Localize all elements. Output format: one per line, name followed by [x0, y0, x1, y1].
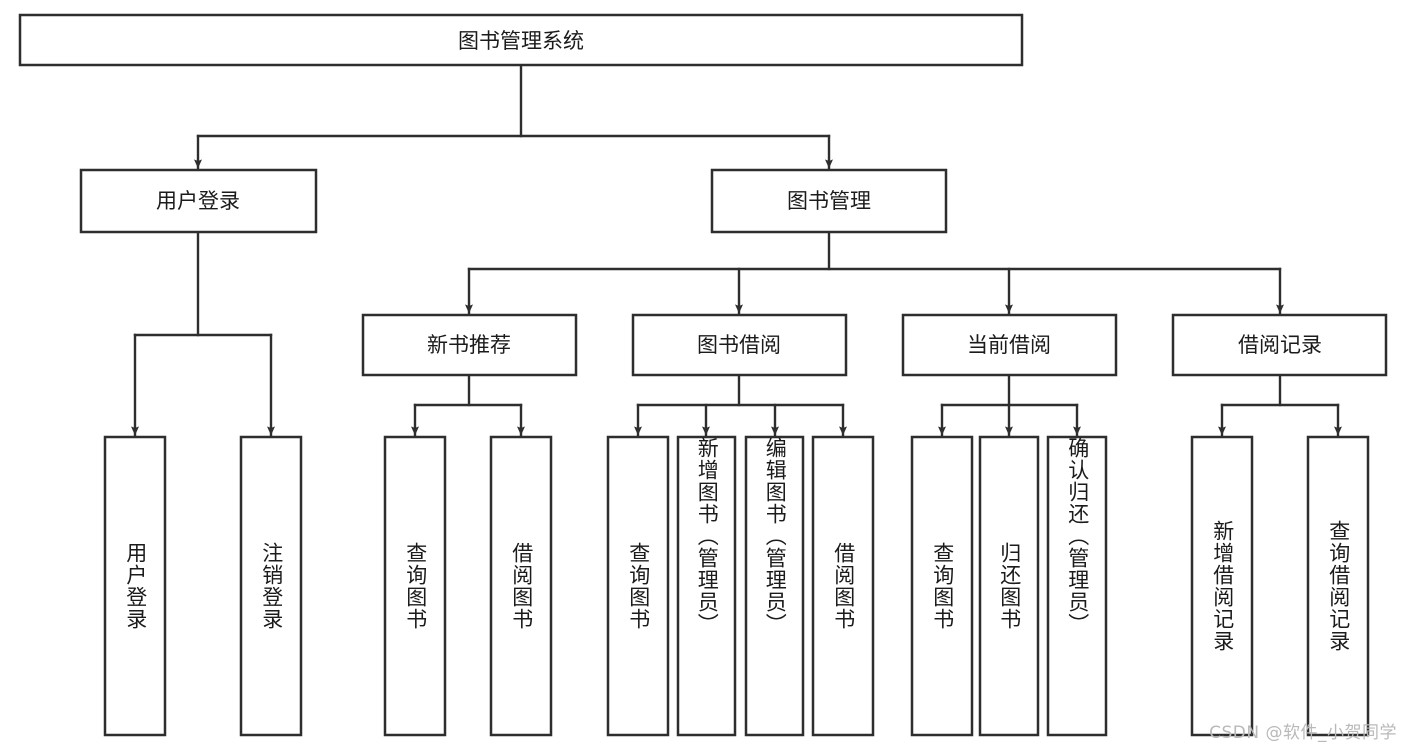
node-leaf-logout[interactable] [239, 435, 303, 737]
node-new-book-recommend-label: 新书推荐 [427, 333, 511, 357]
node-leaf-query-record[interactable] [1306, 435, 1370, 737]
node-root-book-management-system[interactable] [18, 13, 1024, 67]
node-leaf-add-record[interactable] [1190, 435, 1254, 737]
node-leaf-query-book-2[interactable] [606, 435, 670, 737]
node-leaf-query-book-1[interactable] [383, 435, 447, 737]
node-leaf-borrow-book-1[interactable] [489, 435, 553, 737]
node-new-book-recommend[interactable] [361, 313, 578, 377]
csdn-watermark: CSDN @软件_小贺同学 [1209, 723, 1397, 743]
node-leaf-return-book[interactable] [978, 435, 1040, 737]
node-user-login[interactable] [79, 168, 318, 234]
node-leaf-borrow-book-2[interactable] [811, 435, 875, 737]
node-borrow-record-label: 借阅记录 [1238, 333, 1322, 357]
connector-group-book-manage-children [465, 230, 1284, 315]
node-leaf-confirm-return[interactable] [1046, 435, 1108, 737]
node-leaf-query-book-3[interactable] [910, 435, 974, 737]
connector-group-root-to-level2 [194, 63, 833, 170]
connector-group-book-borrow-children [634, 373, 847, 437]
node-book-borrow[interactable] [631, 313, 848, 377]
node-root-label: 图书管理系统 [458, 29, 584, 53]
node-leaf-add-book[interactable] [676, 435, 737, 737]
connector-group-new-book-recommend-children [411, 373, 525, 437]
node-leaf-edit-book[interactable] [744, 435, 805, 737]
connector-group-user-login-children [131, 230, 275, 437]
node-leaf-user-login[interactable] [103, 435, 167, 737]
node-book-management-label: 图书管理 [787, 189, 871, 213]
node-borrow-record[interactable] [1171, 313, 1388, 377]
node-book-management[interactable] [710, 168, 948, 234]
node-current-borrow-label: 当前借阅 [967, 333, 1051, 357]
node-current-borrow[interactable] [901, 313, 1118, 377]
node-user-login-label: 用户登录 [156, 189, 240, 213]
connector-group-borrow-record-children [1218, 373, 1342, 437]
connector-group-current-borrow-children [938, 373, 1081, 437]
node-book-borrow-label: 图书借阅 [697, 333, 781, 357]
